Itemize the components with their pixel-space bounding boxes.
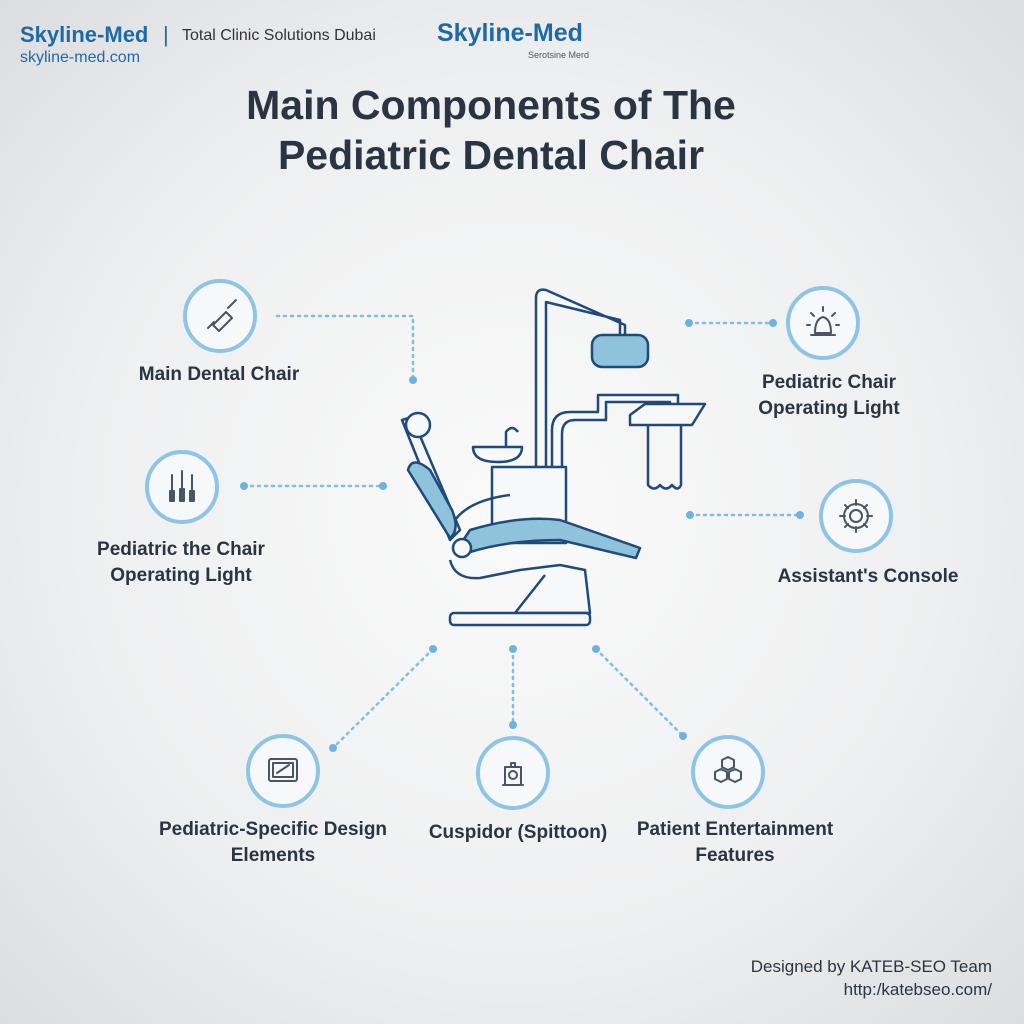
page-title: Main Components of The Pediatric Dental … xyxy=(0,80,982,180)
cuspidor-icon xyxy=(476,736,550,810)
title-line-2: Pediatric Dental Chair xyxy=(277,132,705,178)
header-brand[interactable]: Skyline-Med xyxy=(20,22,149,47)
handpiece-icon xyxy=(183,279,257,353)
label-cuspidor: Cuspidor (Spittoon) xyxy=(428,822,608,843)
logo-brand: Skyline-Med xyxy=(437,19,583,47)
cubes-icon xyxy=(691,735,765,809)
dental-tools-icon xyxy=(145,450,219,524)
footer-credit: Designed by KATEB-SEO Team xyxy=(750,957,992,976)
gear-icon xyxy=(819,479,893,553)
header-tagline: Total Clinic Solutions Dubai xyxy=(182,27,376,44)
dental-chair-illustration xyxy=(400,288,707,627)
operating-light-icon xyxy=(786,286,860,360)
title-line-1: Main Components of The xyxy=(246,82,736,128)
header-separator: | xyxy=(163,22,169,47)
logo-subtitle: Serotsine Merd xyxy=(528,50,590,60)
monitor-icon xyxy=(246,734,320,808)
label-assistants-console: Assistant's Console xyxy=(777,566,959,587)
label-main-dental-chair: Main Dental Chair xyxy=(138,364,300,385)
header-website[interactable]: skyline-med.com xyxy=(20,49,141,66)
footer-url[interactable]: http:/katebseo.com/ xyxy=(843,980,992,999)
